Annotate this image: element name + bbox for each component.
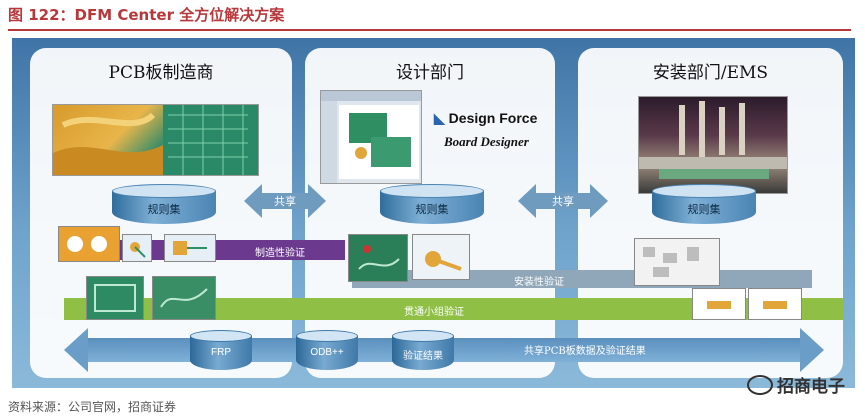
figure-title: 图 122：DFM Center 全方位解决方案 [8,6,285,24]
rule-set-database-1: 规则集 [112,184,216,224]
watermark-text: 招商电子 [777,377,845,397]
pcb-layout-thumbnail [86,276,144,320]
panel-title: 设计部门 [396,63,464,83]
design-check-thumbnail [348,234,408,282]
pcb-board-photo [52,104,259,176]
rule-set-label: 规则集 [147,203,181,216]
band-label: 制造性验证 [255,248,305,259]
rule-set-database-2: 规则集 [380,184,484,224]
odb-database: ODB++ [296,330,358,370]
band-label: 贯通小组验证 [404,307,464,318]
shared-data-label: 共享PCB板数据及验证结果 [524,346,646,357]
pcb-trace-thumbnail [122,234,152,262]
frp-database: FRP [190,330,252,370]
share-label: 共享 [552,195,574,208]
store-label: 验证结果 [403,351,443,362]
rule-set-label: 规则集 [415,203,449,216]
panel-title: PCB板制造商 [108,63,214,83]
source-note: 资料来源：公司官网，招商证券 [8,400,177,414]
results-database: 验证结果 [392,330,454,370]
design-check-thumbnail [412,234,470,280]
title-divider [8,29,851,31]
design-force-icon: ◣ [434,110,445,126]
watermark: 招商电子 [747,372,845,397]
band-label: 安装性验证 [514,277,564,288]
store-label: ODB++ [310,347,344,358]
panel-title: 安装部门/EMS [652,63,769,83]
pcb-layout-thumbnail [152,276,216,320]
brand-design-force: Design Force [448,110,538,126]
cross-team-check-band: 贯通小组验证 [64,298,844,320]
manufacturability-check-band: 制造性验证 [120,240,345,260]
pcb-pad-thumbnail [58,226,120,262]
assembly-detail-thumbnail [692,288,746,320]
cad-software-screenshot [320,90,422,184]
assembly-detail-thumbnail [748,288,802,320]
store-label: FRP [211,347,231,358]
panel-assembly-ems: 安装部门/EMS [578,48,843,378]
rule-set-database-3: 规则集 [652,184,756,224]
pcb-trace-thumbnail [164,234,216,262]
share-label: 共享 [274,195,296,208]
wechat-icon [747,374,773,395]
share-arrow-left: 共享 [244,184,326,218]
assembly-layout-thumbnail [634,238,720,286]
brand-board-designer: Board Designer [444,134,529,149]
share-arrow-right: 共享 [518,184,608,218]
rule-set-label: 规则集 [687,203,721,216]
diagram-canvas: PCB板制造商 设计部门 安装部门/EMS [12,38,855,388]
assembly-machine-photo [638,96,788,194]
design-force-logo: ◣ Design Force [434,110,537,127]
